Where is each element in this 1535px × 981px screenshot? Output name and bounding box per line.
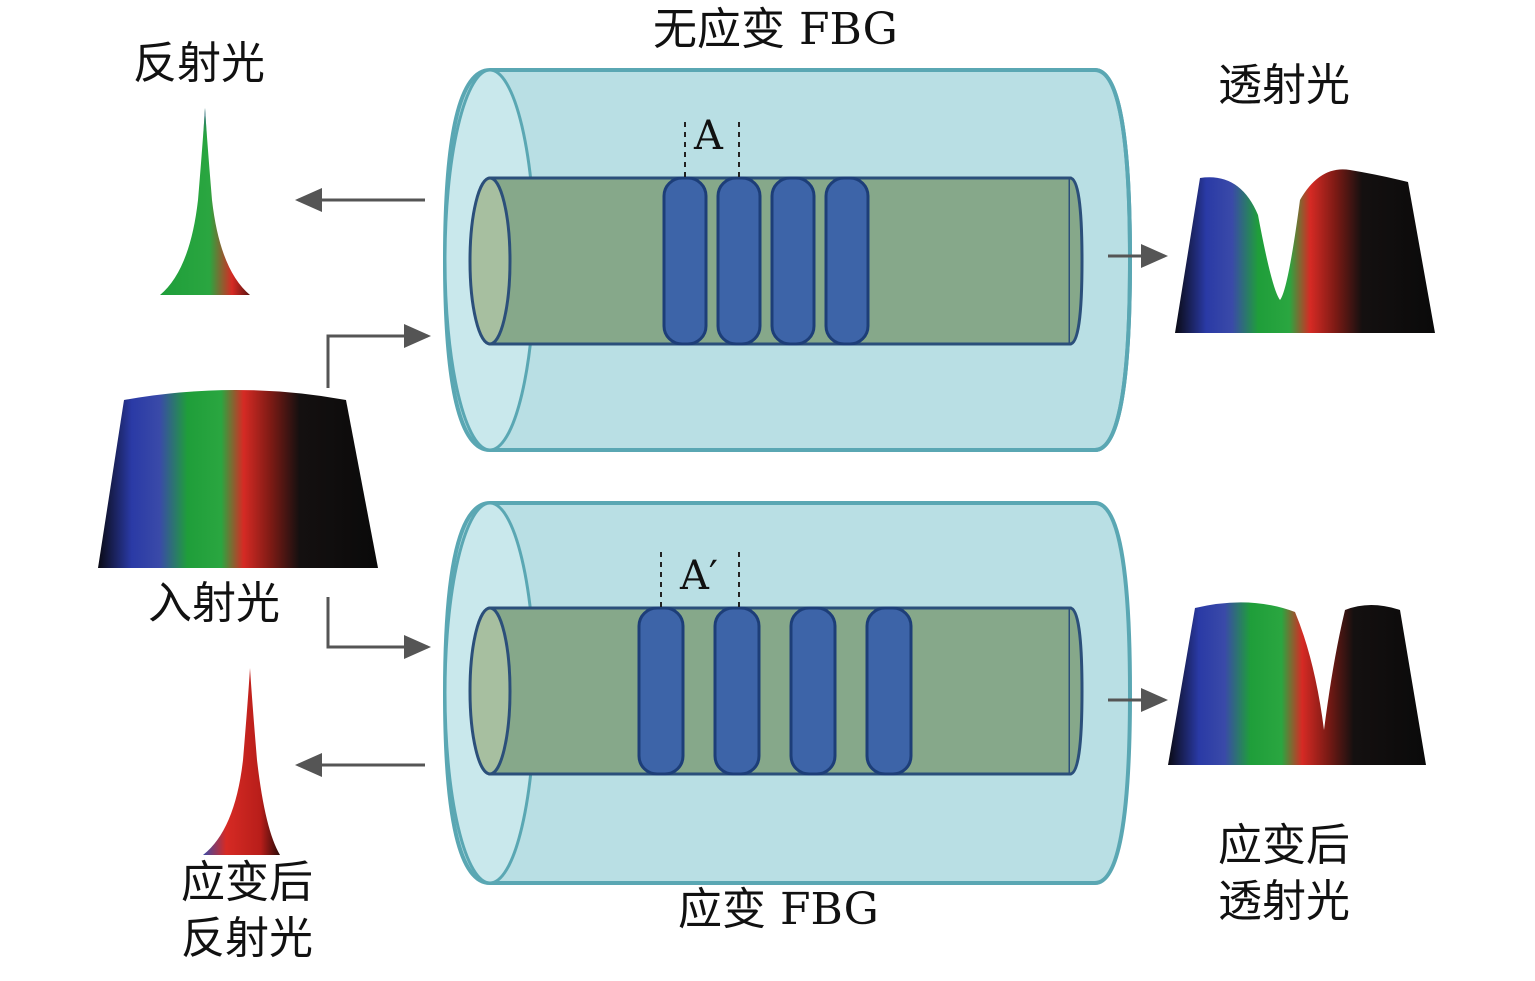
unstrained-fbg-label: 无应变 FBG [653,4,898,55]
transmitted-light-label: 透射光 [1218,60,1350,111]
strained-reflected-label-line2: 反射光 [181,913,313,964]
incident-spectrum [98,390,378,568]
grating [713,606,761,776]
grating [637,606,685,776]
grating [865,606,913,776]
unstrained-fbg [442,68,1133,452]
bottom-core [488,606,1072,776]
strained-fbg [442,501,1133,885]
strained-fbg-label: 应变 FBG [678,884,879,935]
grating [716,176,762,346]
period-a-prime-label: A′ [680,553,718,599]
top-core-end [468,176,512,346]
reflected-light-label: 反射光 [133,38,265,89]
arrows [295,188,1168,777]
bottom-core-end [468,606,512,776]
transmitted-spectrum [1175,169,1435,333]
reflected-spectrum [160,108,250,295]
top-gratings [662,176,870,346]
period-a-label: A [694,113,723,159]
grating [789,606,837,776]
strained-transmitted-label-line2: 透射光 [1218,876,1350,927]
strained-reflected-spectrum [203,668,280,855]
grating [770,176,816,346]
incident-arrow-top [326,324,431,388]
incident-light-label: 入射光 [148,578,280,629]
strained-transmitted-label-line1: 应变后 [1218,820,1350,871]
bottom-gratings [637,606,913,776]
grating [662,176,708,346]
incident-arrow-bottom [326,597,431,659]
strained-reflected-label-line1: 应变后 [181,857,313,908]
grating [824,176,870,346]
strained-transmitted-spectrum [1168,602,1426,765]
